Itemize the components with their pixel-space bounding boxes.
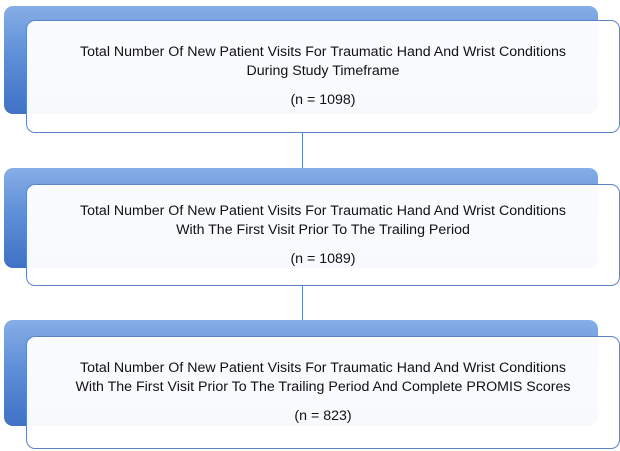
flowchart-stage-2: Total Number Of New Patient Visits For T… (0, 140, 620, 300)
stage-1-title-line-2: During Study Timeframe (246, 63, 400, 79)
stage-2-count: (n = 1089) (290, 250, 356, 267)
flowchart-stage-3: Total Number Of New Patient Visits For T… (0, 300, 620, 451)
stage-3-count: (n = 823) (294, 408, 352, 424)
stage-3-box: Total Number Of New Patient Visits For T… (26, 336, 620, 449)
stage-1-box: Total Number Of New Patient Visits For T… (26, 20, 620, 133)
stage-2-box: Total Number Of New Patient Visits For T… (26, 184, 620, 286)
connector-2-3 (302, 286, 303, 324)
flowchart-stage-1: Total Number Of New Patient Visits For T… (0, 0, 620, 140)
stage-1-title-line-1: Total Number Of New Patient Visits For T… (80, 44, 566, 60)
stage-2-title-line-2: With The First Visit Prior To The Traili… (176, 221, 470, 238)
stage-3-title-line-2: With The First Visit Prior To The Traili… (75, 379, 571, 395)
stage-3-title-line-1: Total Number Of New Patient Visits For T… (80, 360, 566, 376)
stage-1-count: (n = 1098) (290, 92, 356, 108)
stage-2-title-line-1: Total Number Of New Patient Visits For T… (80, 202, 566, 219)
connector-1-2 (302, 133, 303, 169)
